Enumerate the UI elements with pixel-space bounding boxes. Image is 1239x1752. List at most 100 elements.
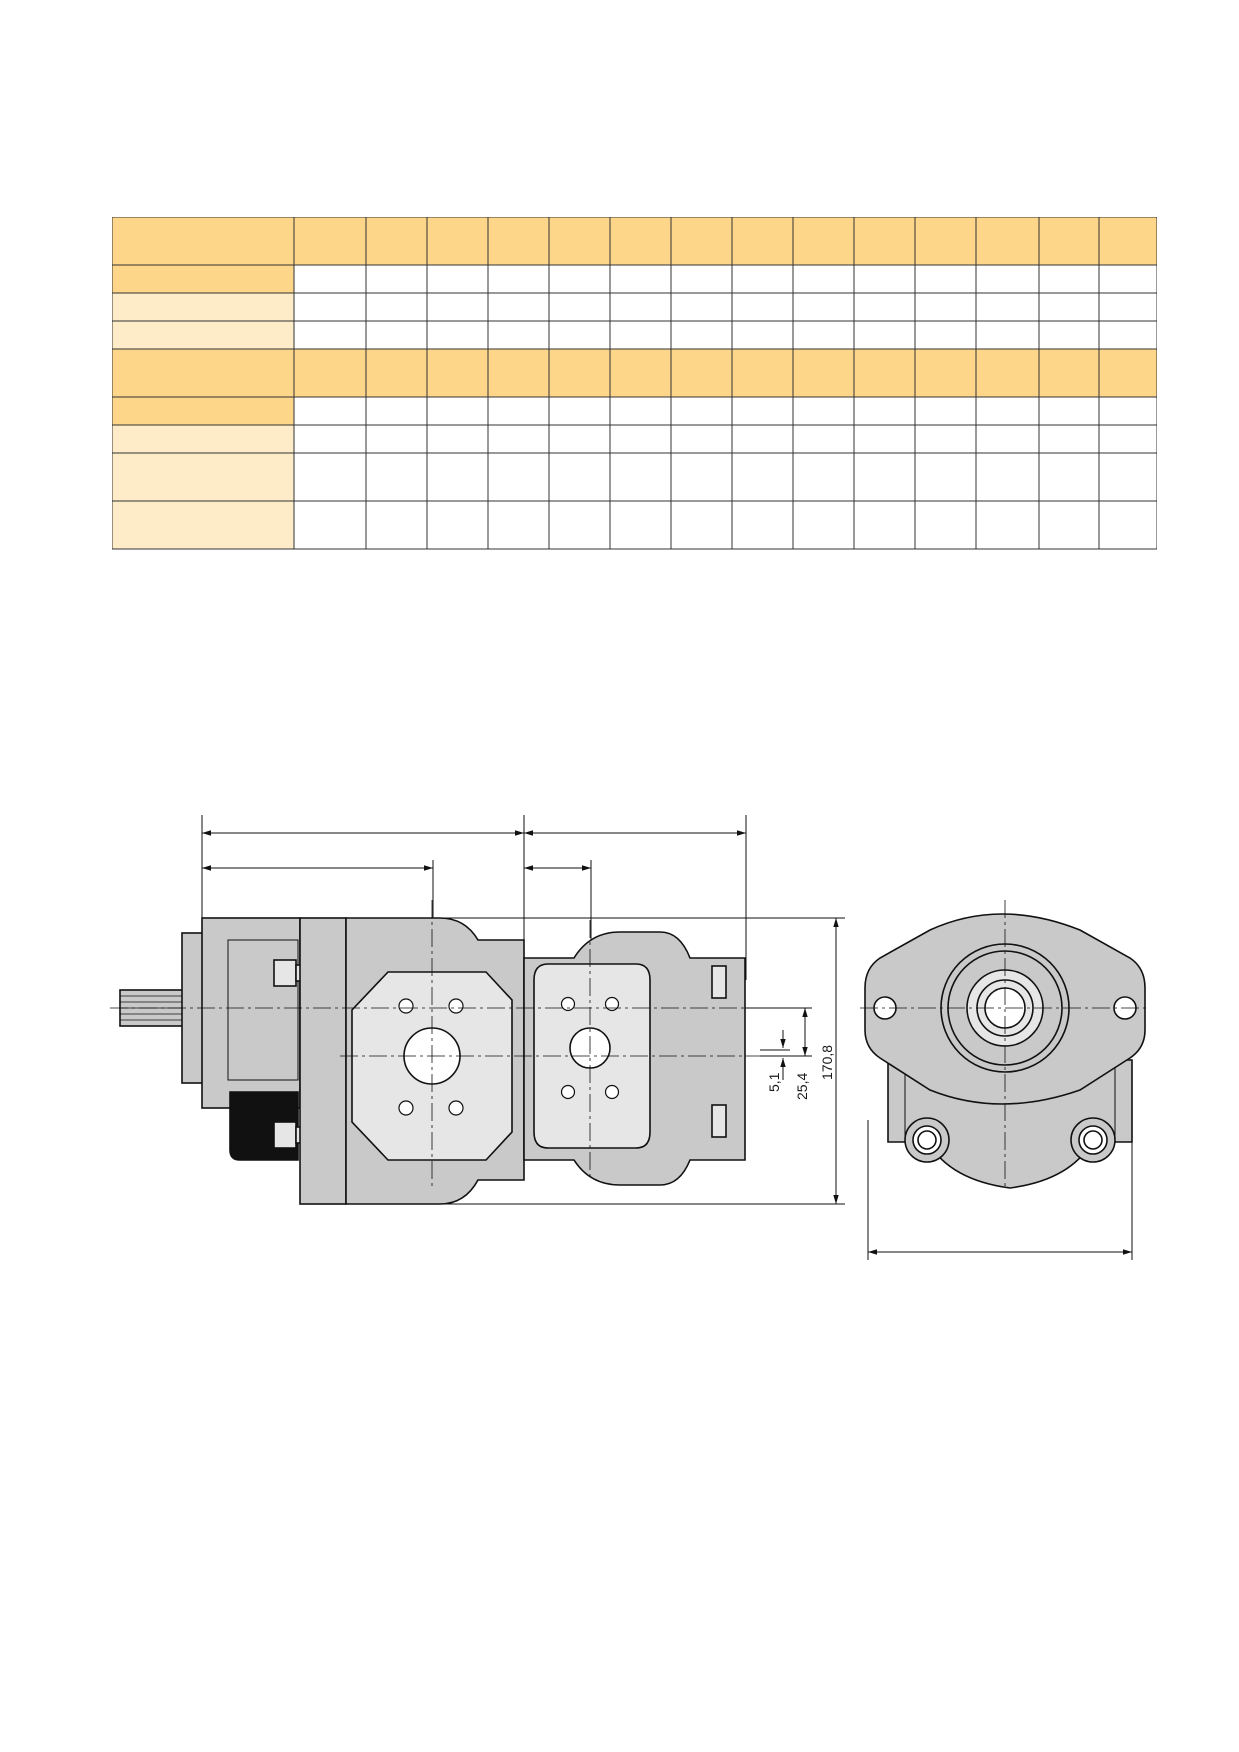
table-cell	[853, 452, 916, 502]
table-cell	[548, 452, 611, 502]
table-cell	[1098, 424, 1157, 454]
table-cell	[914, 396, 977, 426]
table-cell	[914, 292, 977, 322]
table-cell	[365, 452, 428, 502]
table-cell	[1098, 348, 1157, 398]
dim-offset-small: 5,1	[766, 1072, 782, 1092]
centerlines	[110, 900, 760, 1190]
table-cell	[1038, 320, 1100, 350]
table-cell	[548, 292, 611, 322]
table-cell	[1038, 264, 1100, 294]
table-cell	[426, 424, 489, 454]
table-cell	[609, 396, 672, 426]
table-cell	[670, 500, 733, 550]
table-cell	[1038, 424, 1100, 454]
table-cell	[792, 217, 855, 266]
table-cell	[1098, 264, 1157, 294]
table-row-label-cell	[112, 348, 295, 398]
front-view	[860, 900, 1150, 1260]
table-cell	[914, 452, 977, 502]
center-plate	[299, 917, 347, 1205]
pump-technical-drawing: 5,1 25,4 170,8	[110, 815, 1150, 1260]
table-cell	[975, 320, 1040, 350]
table-cell	[293, 348, 367, 398]
table-cell	[548, 320, 611, 350]
table-cell	[609, 264, 672, 294]
table-cell	[548, 217, 611, 266]
table-cell	[426, 292, 489, 322]
table-cell	[487, 264, 550, 294]
table-cell	[365, 320, 428, 350]
table-cell	[853, 217, 916, 266]
table-cell	[853, 348, 916, 398]
table-cell	[1098, 217, 1157, 266]
table-cell	[975, 500, 1040, 550]
table-cell	[914, 320, 977, 350]
table-cell	[853, 320, 916, 350]
table-row-label-cell	[112, 320, 295, 350]
table-cell	[731, 348, 794, 398]
table-cell	[293, 424, 367, 454]
table-cell	[293, 320, 367, 350]
table-cell	[914, 217, 977, 266]
table-row-label-cell	[112, 452, 295, 502]
table-cell	[731, 320, 794, 350]
table-cell	[792, 348, 855, 398]
table-cell	[914, 424, 977, 454]
table-cell	[365, 424, 428, 454]
table-cell	[792, 264, 855, 294]
table-cell	[548, 396, 611, 426]
table-cell	[731, 500, 794, 550]
table-cell	[1038, 396, 1100, 426]
table-cell	[487, 424, 550, 454]
front-port-screws	[398, 998, 464, 1116]
table-cell	[1038, 217, 1100, 266]
table-cell	[293, 396, 367, 426]
table-cell	[975, 217, 1040, 266]
table-cell	[487, 320, 550, 350]
table-cell	[1038, 348, 1100, 398]
table-cell	[426, 264, 489, 294]
table-cell	[914, 264, 977, 294]
table-cell	[487, 292, 550, 322]
table-cell	[670, 424, 733, 454]
table-cell	[670, 292, 733, 322]
table-cell	[792, 424, 855, 454]
table-cell	[853, 500, 916, 550]
table-row-label-cell	[112, 264, 295, 294]
table-cell	[426, 452, 489, 502]
front-flange	[201, 917, 301, 1109]
table-cell	[1098, 396, 1157, 426]
table-cell	[914, 500, 977, 550]
table-row-label-cell	[112, 424, 295, 454]
table-cell	[609, 500, 672, 550]
table-row-label-cell	[112, 292, 295, 322]
table-row-label-cell	[112, 217, 295, 266]
table-cell	[293, 452, 367, 502]
table-cell	[670, 320, 733, 350]
table-cell	[548, 500, 611, 550]
table-cell	[670, 217, 733, 266]
foot-bolts	[904, 1117, 1116, 1163]
front-centerlines	[860, 900, 1150, 1190]
table-cell	[1038, 500, 1100, 550]
height-dimensions	[346, 917, 845, 1205]
table-cell	[1098, 452, 1157, 502]
table-cell	[975, 264, 1040, 294]
table-cell	[426, 320, 489, 350]
spec-table	[112, 217, 1157, 550]
table-cell	[853, 424, 916, 454]
table-cell	[609, 424, 672, 454]
table-cell	[365, 500, 428, 550]
table-cell	[792, 500, 855, 550]
table-cell	[293, 217, 367, 266]
table-cell	[609, 452, 672, 502]
table-cell	[1038, 292, 1100, 322]
table-cell	[365, 264, 428, 294]
table-cell	[853, 264, 916, 294]
table-cell	[548, 264, 611, 294]
dim-offset-axis: 25,4	[794, 1073, 810, 1100]
table-cell	[853, 396, 916, 426]
table-cell	[609, 348, 672, 398]
table-cell	[487, 396, 550, 426]
